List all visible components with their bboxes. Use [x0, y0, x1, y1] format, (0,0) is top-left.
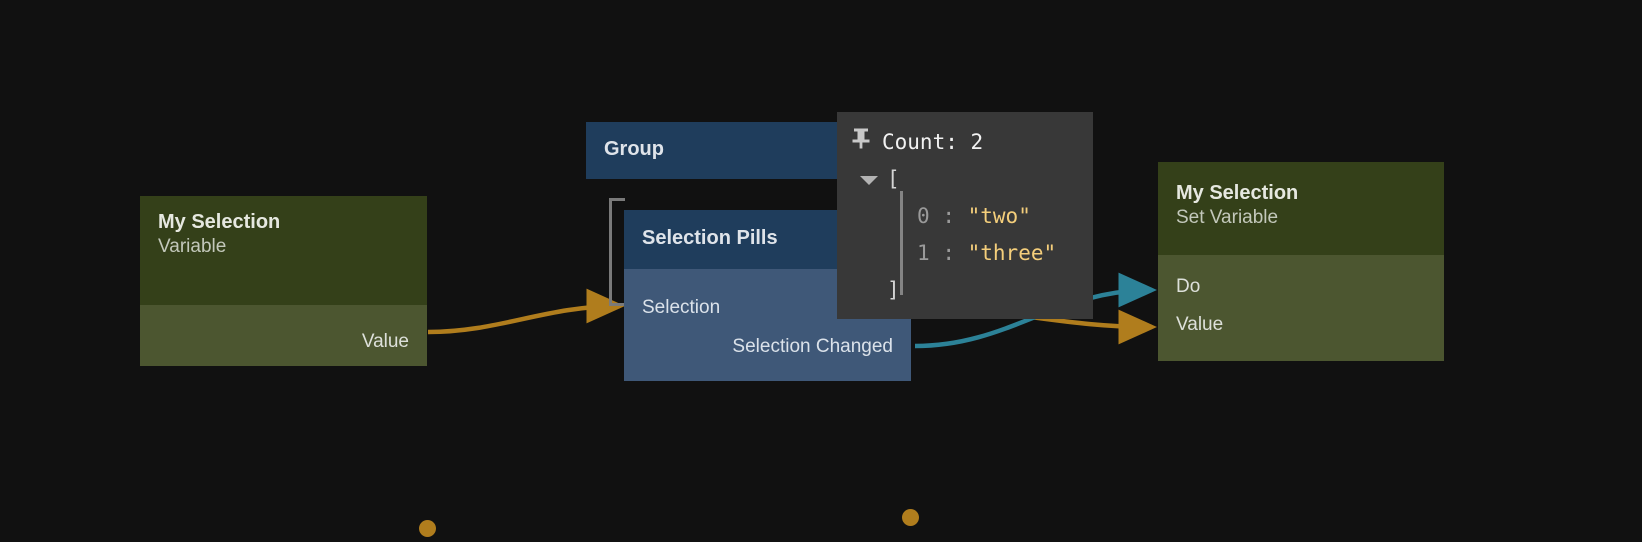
port-row-selection[interactable]: Selection	[642, 297, 721, 318]
node-title: My Selection	[158, 211, 281, 233]
triangle-down-icon[interactable]	[860, 176, 878, 185]
output-port-value[interactable]	[419, 520, 436, 537]
group-bracket-connector	[609, 198, 625, 306]
tree-entry-row[interactable]: 1 : "three"	[887, 235, 1077, 272]
node-my-selection-variable[interactable]: My Selection Variable Value	[140, 196, 436, 537]
node-my-selection-set-variable[interactable]: My Selection Set Variable Do Value	[1158, 162, 1444, 361]
tooltip-value-tree: [ 0 : "two" 1 : "three" ]	[851, 161, 1077, 309]
open-bracket: [	[887, 167, 900, 191]
tree-entry-row[interactable]: 0 : "two"	[887, 198, 1077, 235]
port-row-value[interactable]: Value	[1176, 314, 1224, 335]
tree-open-bracket-line[interactable]: [	[860, 161, 1077, 198]
node-title: Selection Pills	[642, 227, 778, 249]
tree-guide-line	[900, 191, 903, 295]
tooltip-header: Count: 2	[851, 124, 1077, 161]
close-bracket: ]	[887, 278, 900, 302]
node-title: Group	[604, 138, 664, 160]
tooltip-count-label: Count: 2	[882, 130, 984, 154]
entry-value: "three"	[967, 241, 1057, 265]
entry-index: 0	[917, 204, 930, 228]
port-row-value[interactable]: Value	[361, 331, 409, 352]
output-port-selection[interactable]	[902, 509, 919, 526]
node-header[interactable]: My Selection Set Variable	[1158, 162, 1444, 255]
entry-index: 1	[917, 241, 930, 265]
port-row-do[interactable]: Do	[1176, 276, 1201, 297]
entry-value: "two"	[967, 204, 1031, 228]
port-row-selection-changed[interactable]: Selection Changed	[732, 336, 893, 357]
node-subtitle: Set Variable	[1176, 207, 1279, 228]
node-subtitle: Variable	[158, 236, 227, 257]
node-header[interactable]: My Selection Variable	[140, 196, 427, 305]
node-title: My Selection	[1176, 182, 1299, 204]
edge-value-to-selection	[427, 288, 625, 335]
entry-separator: :	[942, 204, 955, 228]
pin-icon[interactable]	[851, 124, 871, 161]
entry-separator: :	[942, 241, 955, 265]
tree-close-bracket-line: ]	[887, 272, 1077, 309]
node-body[interactable]: Value	[140, 305, 427, 366]
value-inspector-tooltip[interactable]: Count: 2 [ 0 : "two" 1 : "three" ]	[837, 112, 1093, 319]
node-body[interactable]: Do Value	[1158, 255, 1444, 361]
node-header[interactable]: Group	[586, 122, 876, 179]
node-group[interactable]: Group	[586, 122, 876, 179]
